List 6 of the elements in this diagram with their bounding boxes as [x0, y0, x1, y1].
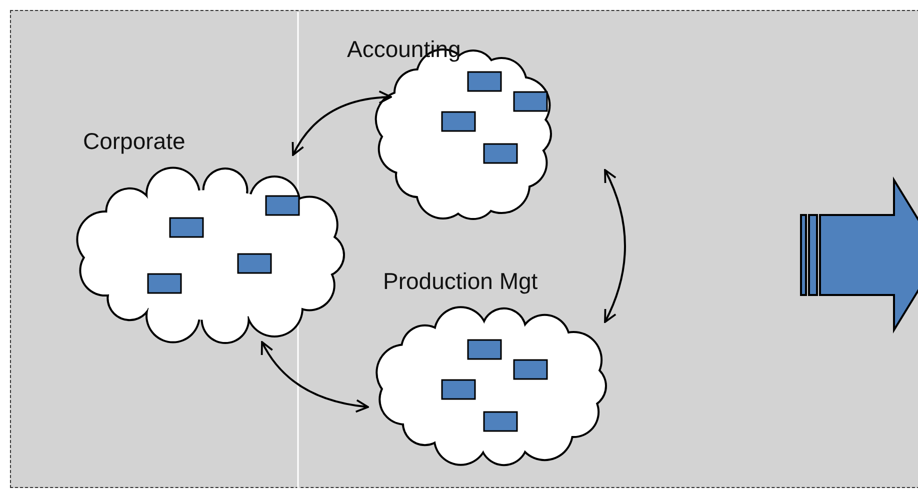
double-headed-arrow — [604, 169, 626, 323]
double-headed-arrow — [261, 341, 369, 412]
cloud-title: Corporate — [83, 128, 186, 155]
cloud-title: Production Mgt — [383, 268, 538, 295]
double-headed-arrow — [292, 90, 392, 156]
cloud-title: Accounting — [347, 36, 461, 63]
